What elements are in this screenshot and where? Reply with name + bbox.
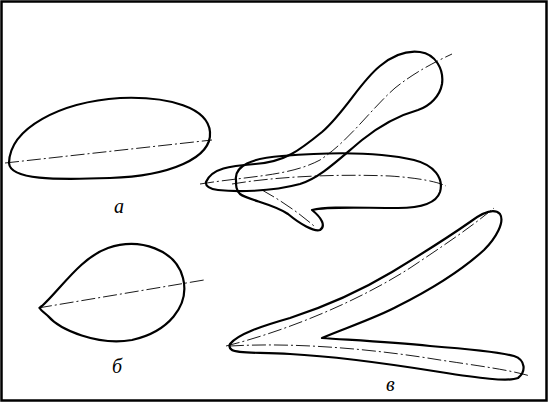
axis-line [262, 190, 314, 226]
figure-letter: б [110, 356, 124, 376]
figure-letter: а [112, 196, 126, 216]
axis-line [38, 280, 204, 308]
axis-line [5, 140, 212, 163]
outlines [9, 52, 524, 380]
axis-line [200, 54, 452, 184]
axis-lines [5, 54, 530, 376]
axis-line [226, 208, 494, 346]
teardrop-shape [40, 244, 184, 341]
hook-shape [236, 153, 441, 230]
figure-letter: в [384, 374, 397, 394]
forked-shape [229, 211, 523, 379]
sinuous-shape [206, 52, 442, 191]
lens-shape [9, 98, 210, 179]
axis-line [232, 175, 446, 186]
axis-line [230, 345, 530, 376]
